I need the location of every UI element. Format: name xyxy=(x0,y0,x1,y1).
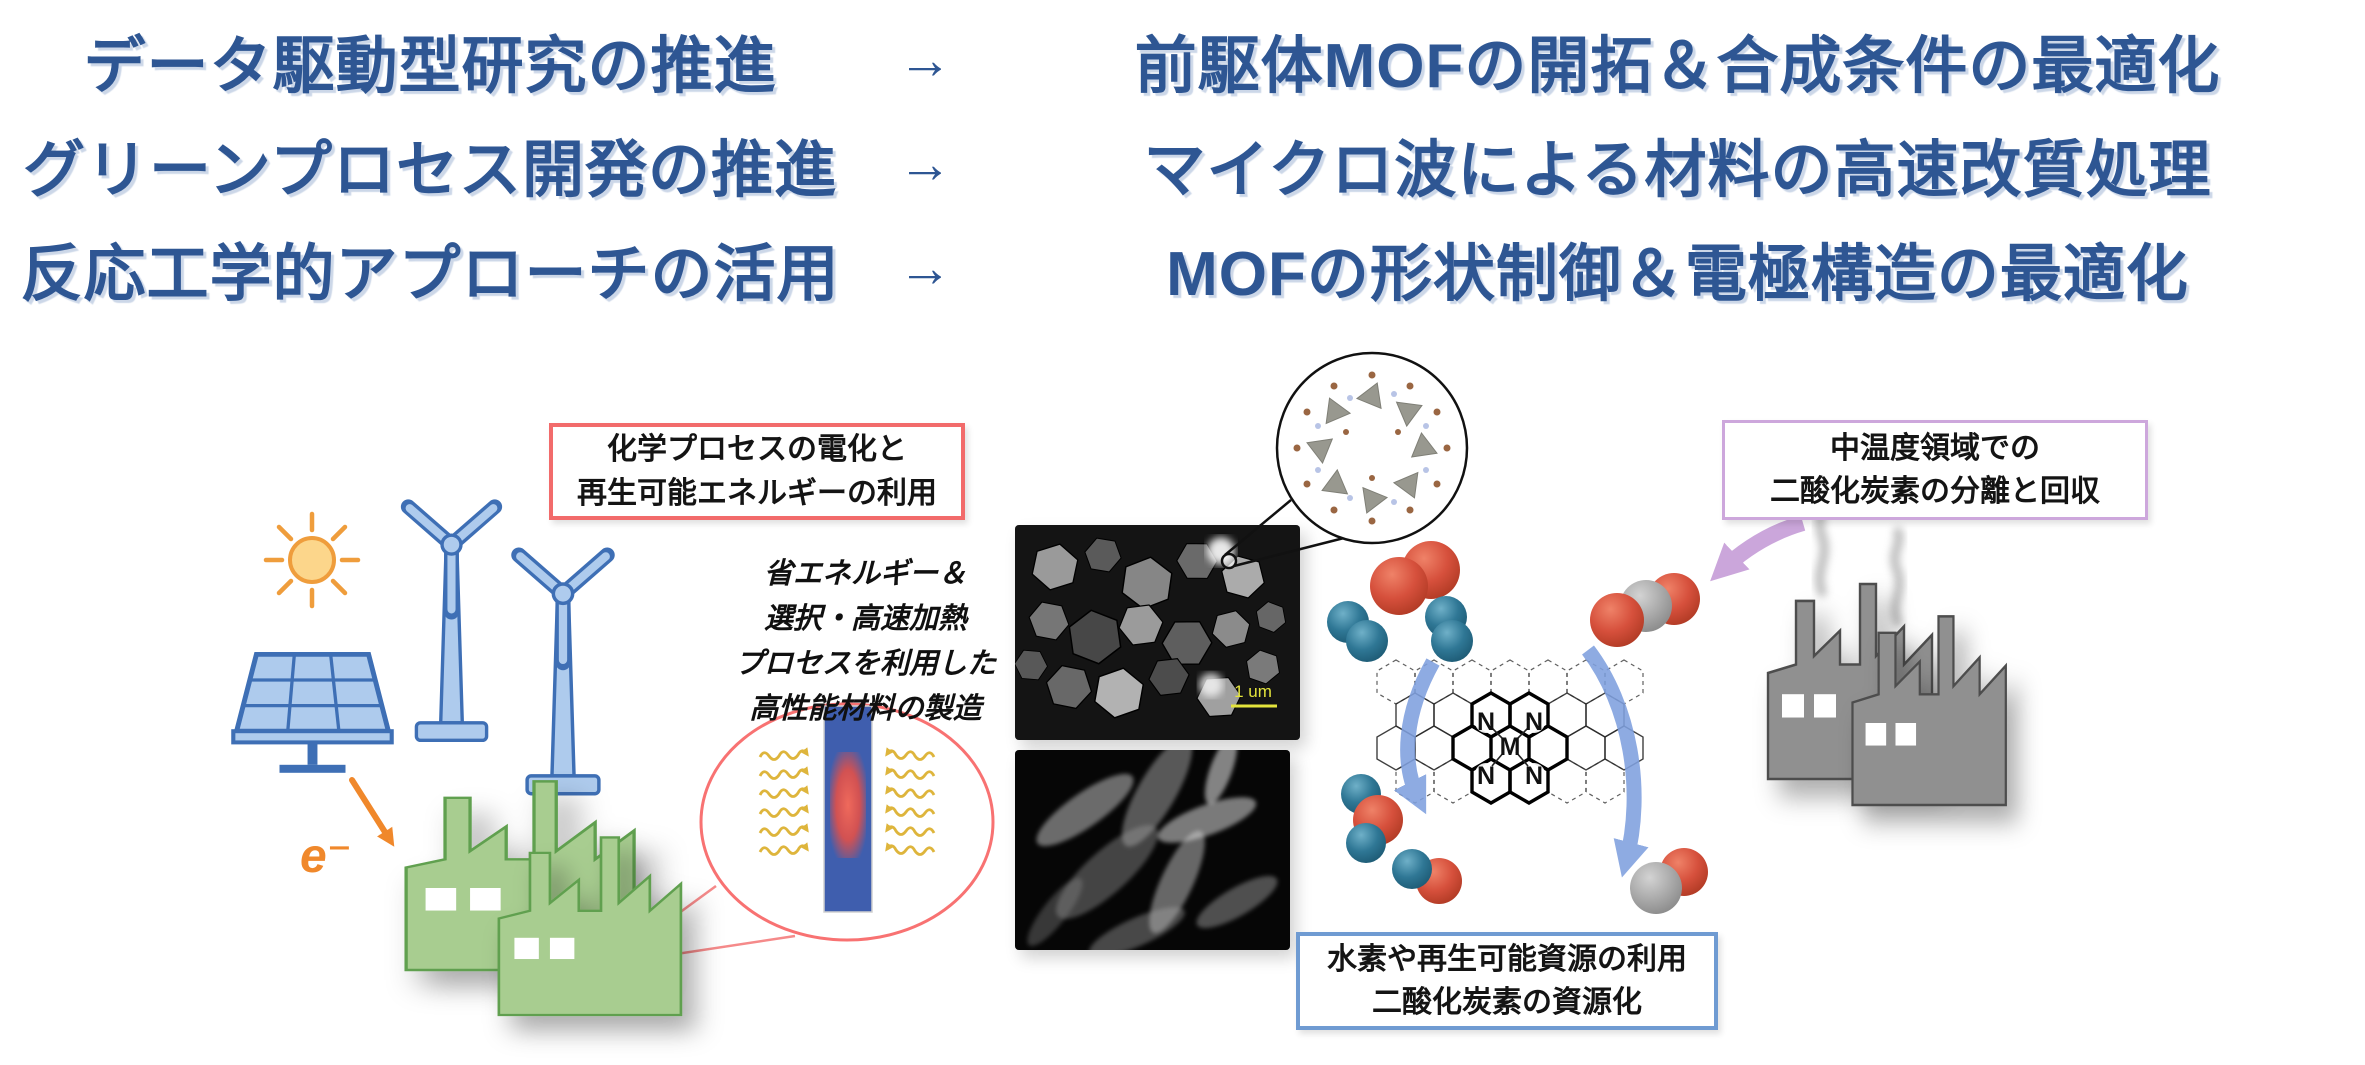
metal-site-label: M xyxy=(1500,733,1521,761)
right-arrow-icon: → xyxy=(898,134,952,194)
molecule-blue-pair xyxy=(1327,601,1388,662)
nanosheet-texture xyxy=(1015,750,1290,950)
strategy-goal: データ駆動型研究の推進 xyxy=(83,32,777,101)
sem-image-nanosheets xyxy=(1015,750,1290,950)
green-factory-icon xyxy=(404,779,636,972)
strategy-outcome: MOFの形状制御＆電極構造の最適化 xyxy=(1166,240,2189,309)
molecule-red-pair xyxy=(1370,541,1460,615)
callout-line: 再生可能エネルギーの利用 xyxy=(577,476,937,510)
microwave-waves xyxy=(760,751,934,855)
right-arrow-icon: → xyxy=(898,238,952,298)
strategy-row: データ駆動型研究の推進 → 前駆体MOFの開拓＆合成条件の最適化 xyxy=(0,8,2365,112)
co2-molecule xyxy=(1590,573,1700,647)
nitrogen-site-label: N xyxy=(1525,708,1543,736)
product-molecule xyxy=(1341,774,1403,863)
strategy-row: 反応工学的アプローチの活用 → MOFの形状制御＆電極構造の最適化 xyxy=(0,216,2365,320)
microwave-zoom-callout xyxy=(613,884,796,968)
right-arrow-icon: → xyxy=(898,30,952,90)
nitrogen-site-label: N xyxy=(1525,762,1543,790)
electrification-callout: 化学プロセスの電化と 再生可能エネルギーの利用 xyxy=(549,423,965,520)
heater-sample-bar xyxy=(823,705,873,913)
callout-line: 水素や再生可能資源の利用 xyxy=(1327,942,1687,976)
crystal-texture: 1 um xyxy=(1015,525,1300,740)
green-factory-icon xyxy=(497,836,683,1017)
mof-structure-zoom xyxy=(1275,351,1469,545)
electron-label: e⁻ xyxy=(300,830,352,883)
wind-turbine-icon xyxy=(400,499,503,743)
graphene-lattice: M N N N N xyxy=(1376,659,1644,805)
product-molecule xyxy=(1392,849,1462,904)
sem-image-mof-crystals: 1 um xyxy=(1015,525,1300,740)
callout-line: 中温度領域での xyxy=(1830,431,2040,465)
note-line: プロセスを利用した xyxy=(734,647,996,680)
strategy-outcome: マイクロ波による材料の高速改質処理 xyxy=(1143,136,2212,205)
molecule-blue-pair xyxy=(1425,596,1473,662)
strategy-outcome: 前駆体MOFの開拓＆合成条件の最適化 xyxy=(1134,32,2221,101)
strategy-row: グリーンプロセス開発の推進 → マイクロ波による材料の高速改質処理 xyxy=(0,112,2365,216)
callout-line: 二酸化炭素の分離と回収 xyxy=(1770,475,2100,508)
sun-icon xyxy=(263,511,361,609)
nitrogen-atoms xyxy=(1315,391,1429,505)
hot-zone-glow xyxy=(830,752,866,858)
nitrogen-site-label: N xyxy=(1477,762,1495,790)
callout-line: 二酸化炭素の資源化 xyxy=(1372,986,1642,1019)
gray-factory-icon xyxy=(1851,615,2008,807)
callout-line: 化学プロセスの電化と xyxy=(607,433,907,466)
capture-arrow xyxy=(1710,515,1806,582)
co2-utilization-callout: 水素や再生可能資源の利用 二酸化炭素の資源化 xyxy=(1296,932,1718,1030)
header-strategy-lines: データ駆動型研究の推進 → 前駆体MOFの開拓＆合成条件の最適化 グリーンプロセ… xyxy=(0,8,2365,320)
nitrogen-site-label: N xyxy=(1477,708,1495,736)
linker-atoms xyxy=(1293,371,1451,525)
strategy-goal: グリーンプロセス開発の推進 xyxy=(22,136,838,205)
conversion-arrow-right xyxy=(1582,645,1649,878)
note-line: 高性能材料の製造 xyxy=(749,692,982,725)
gray-factory-icon xyxy=(1766,582,1934,781)
note-line: 選択・高速加熱 xyxy=(763,602,967,635)
conversion-arrow-left xyxy=(1393,658,1440,815)
microwave-heating-zoom xyxy=(699,702,995,942)
co2-capture-callout: 中温度領域での 二酸化炭素の分離と回収 xyxy=(1722,420,2148,520)
note-line: 省エネルギー＆ xyxy=(763,558,967,590)
co-molecule xyxy=(1630,848,1708,914)
wind-turbine-icon xyxy=(511,547,615,796)
microwave-process-note: 省エネルギー＆ 選択・高速加熱 プロセスを利用した 高性能材料の製造 xyxy=(688,552,1043,732)
solar-panel-icon xyxy=(231,652,394,773)
scale-bar-label: 1 um xyxy=(1234,682,1272,701)
electron-flow-arrow xyxy=(349,777,395,847)
strategy-goal: 反応工学的アプローチの活用 xyxy=(20,240,840,309)
